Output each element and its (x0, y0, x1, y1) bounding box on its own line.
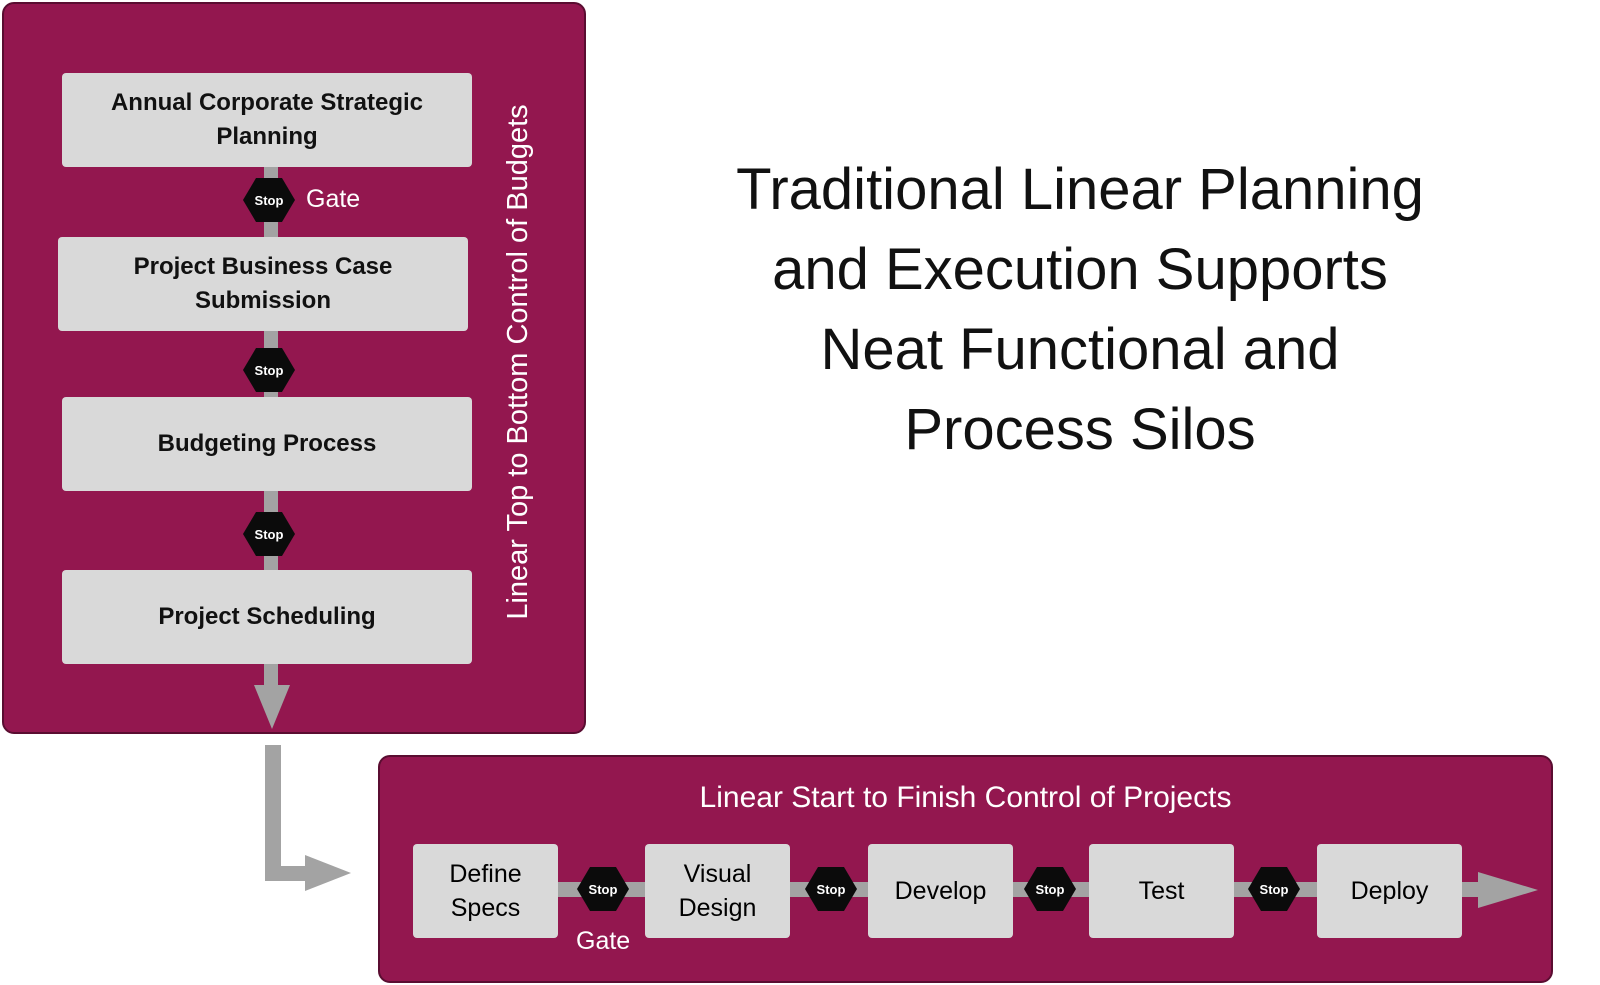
headline-line: Traditional Linear Planning (736, 157, 1424, 222)
step-label-line: Submission (194, 287, 331, 314)
headline-line: Process Silos (904, 397, 1256, 462)
step-project-scheduling: Project Scheduling (62, 570, 472, 664)
step-label-line: Annual Corporate Strategic (110, 89, 424, 116)
step-deploy: Deploy (1317, 844, 1462, 938)
elbow-connector-horizontal (265, 866, 315, 881)
step-project-business-case-submission: Project Business Case Submission (58, 237, 468, 331)
step-label-line: Project Business Case (133, 253, 393, 280)
step-label-line: Define (449, 860, 522, 888)
headline-line: and Execution Supports (772, 237, 1388, 302)
step-visual-design: Visual Design (645, 844, 790, 938)
step-budgeting-process: Budgeting Process (62, 397, 472, 491)
step-label-line: Design (678, 894, 757, 922)
down-arrow-icon (254, 685, 290, 729)
step-label-line: Budgeting Process (157, 430, 377, 457)
step-label-line: Project Scheduling (158, 603, 376, 630)
elbow-connector-vertical (265, 745, 281, 873)
step-label-line: Test (1138, 877, 1185, 905)
step-annual-corporate-strategic-planning: Annual Corporate Strategic Planning (62, 73, 472, 167)
step-test: Test (1089, 844, 1234, 938)
vertical-panel-label: Linear Top to Bottom Control of Budgets (502, 104, 534, 620)
right-arrow-icon (305, 855, 351, 891)
stop-sign-icon: Stop (577, 867, 629, 911)
step-label-line: Planning (216, 123, 318, 150)
step-label-line: Specs (450, 894, 521, 922)
stop-sign-icon: Stop (805, 867, 857, 911)
step-define-specs: Define Specs (413, 844, 558, 938)
gate-label: Gate (576, 927, 631, 955)
step-label-line: Visual (683, 860, 752, 888)
headline: Traditional Linear Planning and Executio… (680, 150, 1480, 470)
right-arrow-icon (1478, 872, 1538, 908)
project-panel-title: Linear Start to Finish Control of Projec… (699, 781, 1232, 814)
step-develop: Develop (868, 844, 1013, 938)
step-label-line: Deploy (1350, 877, 1429, 905)
gate-label: Gate (306, 185, 361, 213)
step-label-line: Develop (894, 877, 987, 905)
headline-line: Neat Functional and (820, 317, 1340, 382)
